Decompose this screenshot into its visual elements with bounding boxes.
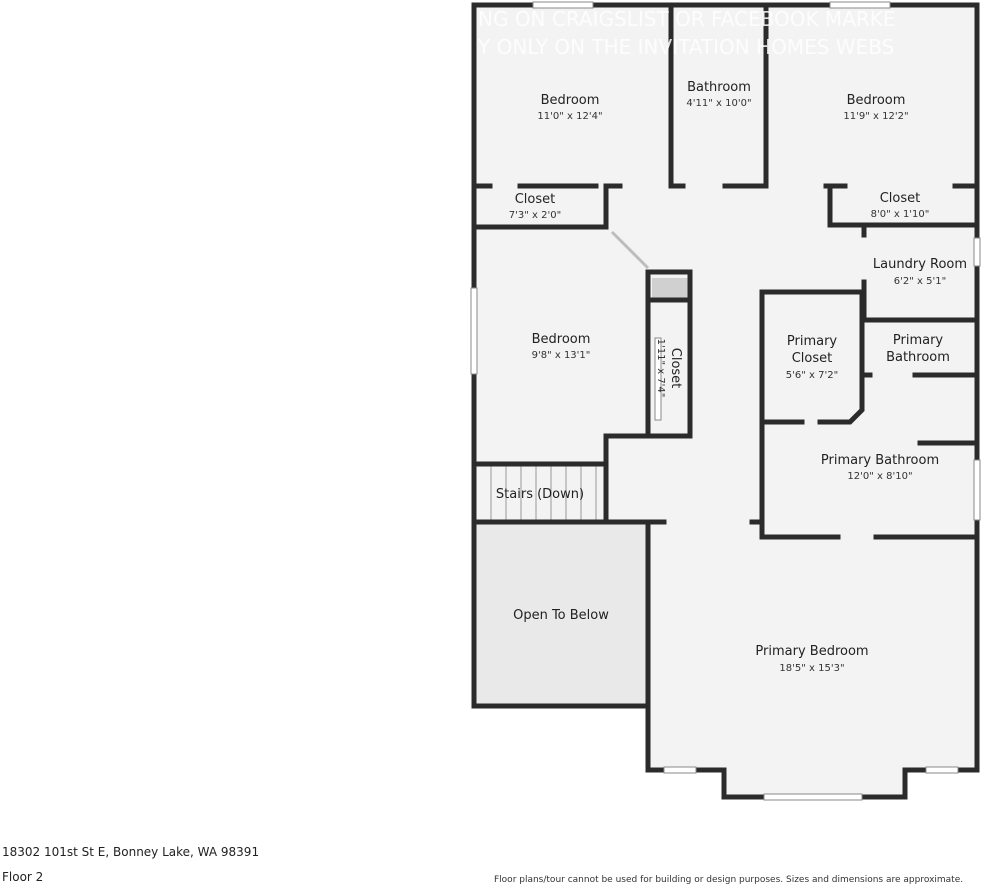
room-dimensions: 9'8" x 13'1" <box>532 350 591 361</box>
primary-bedroom-floor <box>648 522 977 797</box>
room-name-line-2: Bathroom <box>886 350 950 365</box>
room-name-line-1: Primary <box>893 333 944 348</box>
room-dimensions: 12'0" x 8'10" <box>847 471 912 482</box>
walls <box>471 2 980 800</box>
floor-fills <box>474 5 977 797</box>
floor-label: Floor 2 <box>2 870 44 884</box>
room-name: Primary Bedroom <box>755 644 868 659</box>
room-bedroom-ne: Bedroom 11'9" x 12'2" <box>843 93 908 122</box>
room-dimensions: 6'2" x 5'1" <box>894 276 946 287</box>
upper-floor-area <box>474 5 977 537</box>
room-name-line-2: Closet <box>792 351 833 366</box>
room-stairs: Stairs (Down) <box>496 487 584 502</box>
room-bedroom-nw: Bedroom 11'0" x 12'4" <box>537 93 602 122</box>
room-laundry: Laundry Room 6'2" x 5'1" <box>873 257 967 287</box>
room-name: Laundry Room <box>873 257 967 272</box>
disclaimer-text: Floor plans/tour cannot be used for buil… <box>494 875 964 885</box>
shaft-hatch <box>652 278 688 300</box>
diagonal-door <box>610 230 650 270</box>
room-primary-bathroom-small: Primary Bathroom <box>886 333 950 365</box>
room-dimensions: 5'6" x 7'2" <box>786 370 838 381</box>
room-dimensions: 18'5" x 15'3" <box>779 663 844 674</box>
room-primary-bathroom: Primary Bathroom 12'0" x 8'10" <box>821 453 939 482</box>
watermark-line-2: Y ONLY ON THE INVITATION HOMES WEBS <box>477 35 894 59</box>
room-bathroom: Bathroom 4'11" x 10'0" <box>686 80 751 109</box>
room-name: Bedroom <box>532 332 591 347</box>
room-bedroom-w: Bedroom 9'8" x 13'1" <box>532 332 591 361</box>
room-name: Bedroom <box>541 93 600 108</box>
room-dimensions: 11'9" x 12'2" <box>843 111 908 122</box>
room-name: Primary Bathroom <box>821 453 939 468</box>
room-closet-small: Closet 1'11" x 7'4" <box>655 339 683 398</box>
room-name: Bathroom <box>687 80 751 95</box>
watermark-line-1: NG ON CRAIGSLIST OR FACEBOOK MARKE <box>478 7 896 31</box>
room-name: Closet <box>880 191 921 206</box>
room-name: Bedroom <box>847 93 906 108</box>
room-name: Closet <box>515 192 556 207</box>
windows <box>470 1 981 801</box>
open-to-below-floor <box>474 524 648 706</box>
room-dimensions: 1'11" x 7'4" <box>655 339 666 398</box>
room-primary-bedroom: Primary Bedroom 18'5" x 15'3" <box>755 644 868 674</box>
room-closet-e: Closet 8'0" x 1'10" <box>871 191 930 220</box>
room-dimensions: 11'0" x 12'4" <box>537 111 602 122</box>
room-closet-w: Closet 7'3" x 2'0" <box>509 192 561 221</box>
room-open-below: Open To Below <box>513 608 609 623</box>
room-name: Open To Below <box>513 608 609 623</box>
room-primary-closet: Primary Closet 5'6" x 7'2" <box>786 334 838 381</box>
property-address: 18302 101st St E, Bonney Lake, WA 98391 <box>2 845 260 859</box>
room-dimensions: 8'0" x 1'10" <box>871 209 930 220</box>
room-dimensions: 7'3" x 2'0" <box>509 210 561 221</box>
room-name: Closet <box>668 348 683 389</box>
room-dimensions: 4'11" x 10'0" <box>686 98 751 109</box>
room-name: Stairs (Down) <box>496 487 584 502</box>
room-name-line-1: Primary <box>787 334 838 349</box>
